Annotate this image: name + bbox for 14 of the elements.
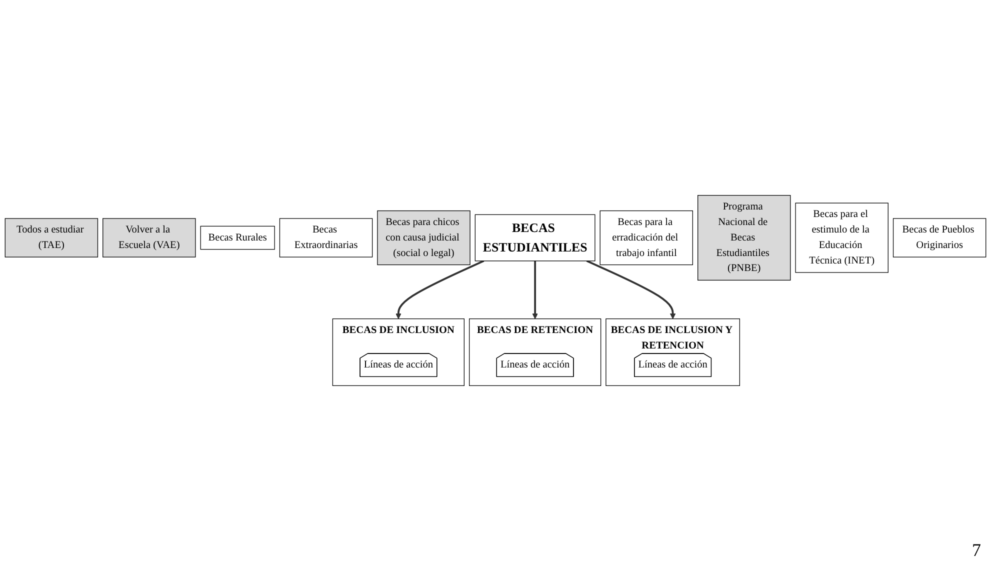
node-box: Becas para chicos con causa judicial (social o legal) (377, 210, 470, 266)
node-box: Volver a la Escuela (VAE) (102, 218, 196, 258)
node-box: Becas para la erradicación del trabajo infantil (600, 210, 693, 266)
arrow (396, 260, 484, 320)
page-number: 7 (972, 540, 981, 561)
node-box: Todos a estudiar (TAE) (4, 218, 98, 258)
node-box: BECAS ESTUDIANTILES (474, 214, 596, 262)
node-box: Programa Nacional de Becas Estudiantiles (PNBE) (698, 195, 791, 281)
node-box: Becas para el estimulo de la Educación Técnica (INET) (795, 202, 888, 273)
node-box: Becas Extraordinarias (279, 218, 373, 258)
arrow (532, 260, 538, 320)
node-box: Becas Rurales (200, 226, 275, 250)
arrow (586, 260, 676, 320)
node-box: Becas de Pueblos Originarios (892, 218, 986, 258)
